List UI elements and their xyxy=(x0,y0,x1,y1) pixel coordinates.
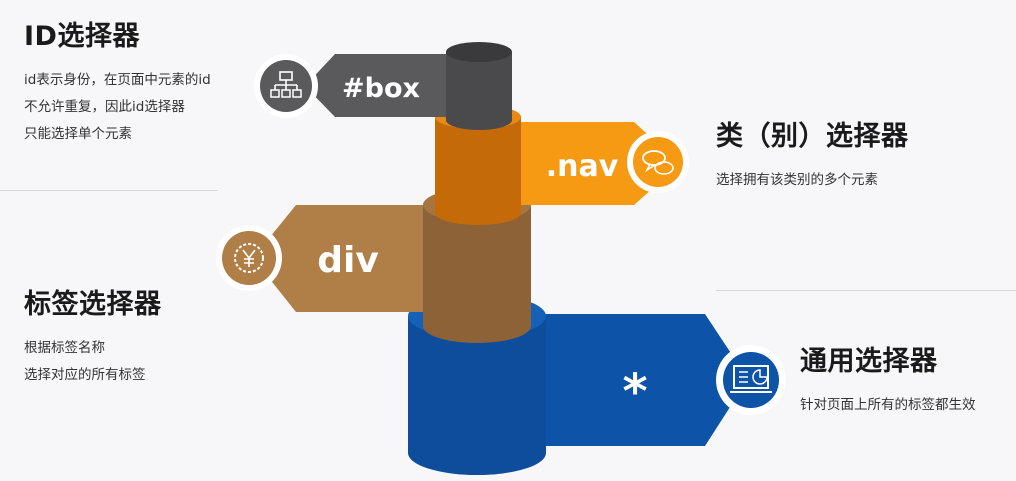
tag-cylinder-body xyxy=(423,205,531,343)
id-cylinder-body xyxy=(446,52,512,130)
universal-selector-block: 通用选择器 针对页面上所有的标签都生效 xyxy=(800,339,976,419)
class-selector-title: 类（别）选择器 xyxy=(716,121,909,152)
sitemap-icon xyxy=(254,54,318,118)
tag-tag-label: div xyxy=(317,240,379,281)
monitor-chart-icon xyxy=(716,345,786,415)
right-divider xyxy=(716,290,1016,291)
id-selector-title: ID选择器 xyxy=(24,21,140,52)
class-tag-label: .nav xyxy=(546,149,619,184)
tag-selector-block: 标签选择器 根据标签名称 选择对应的所有标签 xyxy=(24,282,162,389)
universal-cylinder-body xyxy=(408,316,546,475)
id-tag-label: #box xyxy=(342,73,420,104)
universal-tag-label: * xyxy=(622,364,647,420)
tag-selector-desc-line-2: 选择对应的所有标签 xyxy=(24,367,146,383)
id-tier: #box xyxy=(254,42,512,130)
left-divider xyxy=(0,190,218,191)
id-cylinder-top xyxy=(446,42,512,62)
tag-selector-desc-line-1: 根据标签名称 xyxy=(24,340,105,356)
chat-bubbles-icon xyxy=(627,131,689,193)
id-selector-desc-line-1: id表示身份，在页面中元素的id xyxy=(24,72,211,88)
class-cylinder-body xyxy=(435,117,521,225)
id-selector-desc-line-3: 只能选择单个元素 xyxy=(24,126,132,142)
class-selector-desc-line-1: 选择拥有该类别的多个元素 xyxy=(716,172,878,188)
universal-arrow-banner xyxy=(545,314,748,446)
universal-selector-title: 通用选择器 xyxy=(800,346,938,377)
tag-selector-title: 标签选择器 xyxy=(24,289,162,320)
tag-arrow-banner xyxy=(253,205,425,312)
class-selector-block: 类（别）选择器 选择拥有该类别的多个元素 xyxy=(716,114,909,194)
yen-coin-icon xyxy=(216,225,282,291)
id-arrow-banner xyxy=(305,54,450,117)
id-selector-desc-line-2: 不允许重复，因此id选择器 xyxy=(24,99,185,115)
universal-selector-desc-line-1: 针对页面上所有的标签都生效 xyxy=(800,397,976,413)
id-selector-block: ID选择器 id表示身份，在页面中元素的id 不允许重复，因此id选择器 只能选… xyxy=(24,14,211,148)
